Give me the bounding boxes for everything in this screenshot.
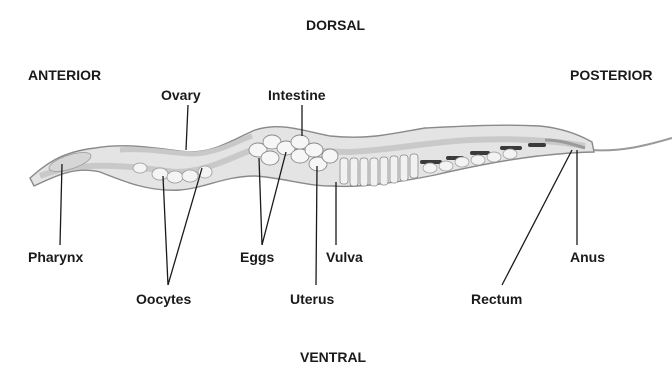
- anus-label: Anus: [570, 250, 605, 264]
- vulva-label: Vulva: [326, 250, 363, 264]
- ovary-label: Ovary: [161, 88, 201, 102]
- anterior-label: ANTERIOR: [28, 68, 101, 82]
- tail-whip: [590, 138, 672, 150]
- dorsal-label: DORSAL: [306, 18, 365, 32]
- pharynx-label: Pharynx: [28, 250, 83, 264]
- eggs-label: Eggs: [240, 250, 274, 264]
- posterior-label: POSTERIOR: [570, 68, 652, 82]
- uterus-label: Uterus: [290, 292, 334, 306]
- intestine-label: Intestine: [268, 88, 326, 102]
- oocytes-label: Oocytes: [136, 292, 191, 306]
- ventral-label: VENTRAL: [300, 350, 366, 364]
- rectum-label: Rectum: [471, 292, 522, 306]
